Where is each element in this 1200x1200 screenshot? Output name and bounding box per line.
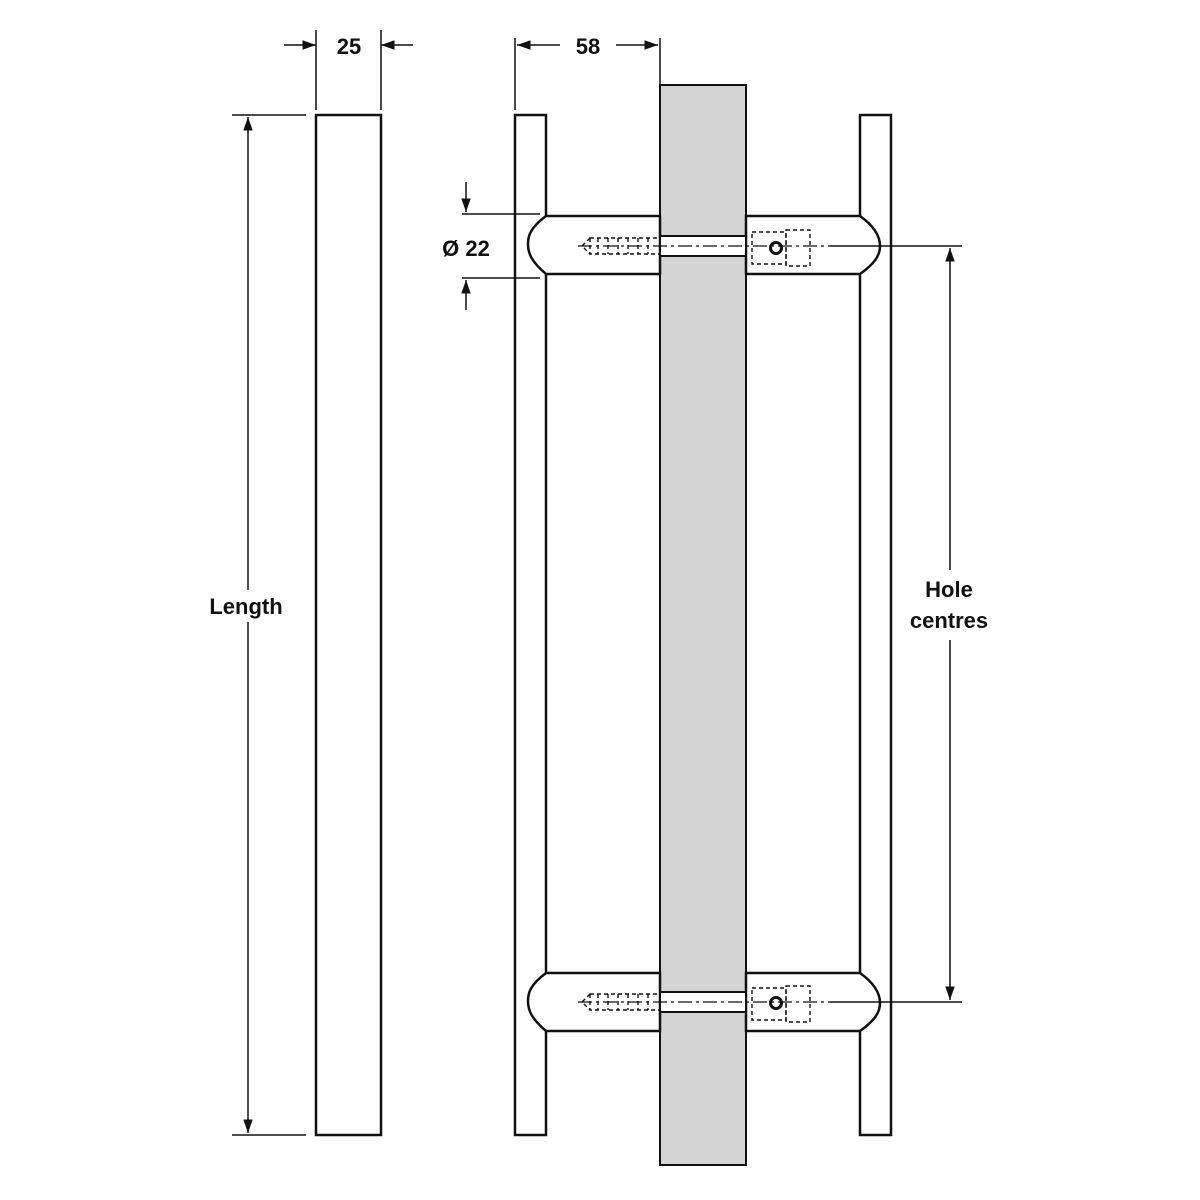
bottom-grub-screw-icon [769, 996, 783, 1010]
handle-bar-right [858, 113, 893, 1137]
bottom-standoff [526, 971, 882, 1033]
diameter-dimension: Ø 22 [442, 182, 540, 310]
side-view [513, 84, 893, 1166]
depth-dimension: 58 [514, 34, 661, 110]
width-label: 25 [337, 34, 361, 59]
handle-bar-left [513, 113, 548, 1137]
diameter-label: Ø 22 [442, 236, 490, 261]
depth-label: 58 [576, 34, 600, 59]
length-dimension: Length [209, 114, 306, 1136]
front-view [314, 113, 383, 1137]
handle-bar-front [314, 113, 383, 1137]
top-standoff-right [744, 214, 882, 276]
top-grub-screw-icon [769, 241, 783, 255]
hole-centres-dimension: Hole centres [830, 245, 988, 1003]
hole-centres-label-line2: centres [910, 608, 988, 633]
length-label: Length [209, 594, 282, 619]
width-dimension: 25 [284, 30, 413, 110]
top-standoff [526, 214, 882, 276]
top-standoff-left [526, 214, 662, 276]
glass-panel [659, 84, 747, 1166]
hole-centres-label-line1: Hole [925, 577, 973, 602]
bottom-standoff-left [526, 971, 662, 1033]
